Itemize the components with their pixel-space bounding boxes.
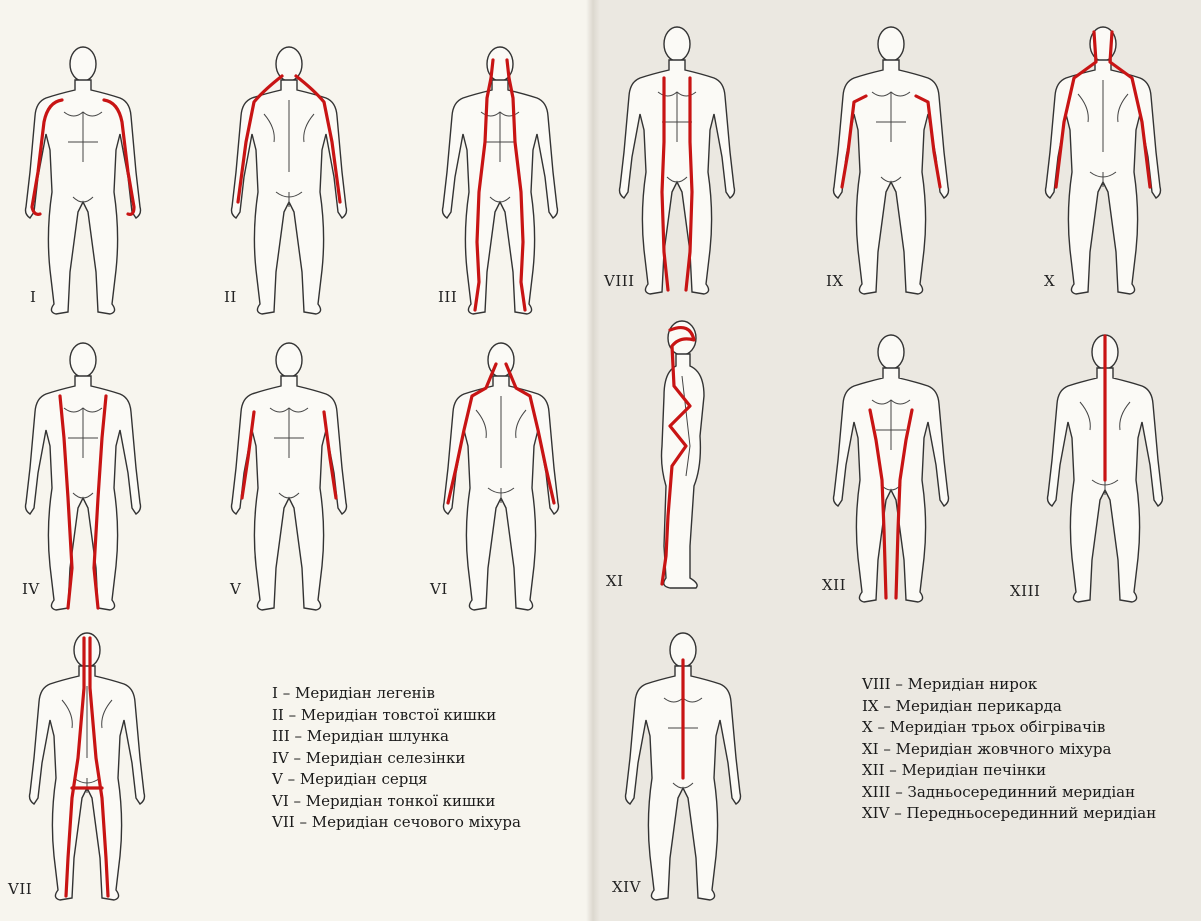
legend-item: III – Меридіан шлунка bbox=[272, 726, 521, 748]
figure-small-intestine-meridian bbox=[436, 338, 566, 618]
legend-meridians-right: VIII – Меридіан нирок IX – Меридіан пери… bbox=[862, 674, 1156, 825]
figure-number-6: VI bbox=[430, 580, 448, 598]
figure-number-14: XIV bbox=[612, 878, 641, 896]
figure-large-intestine-meridian bbox=[224, 42, 354, 322]
legend-item: I – Меридіан легенів bbox=[272, 683, 521, 705]
legend-item: IV – Меридіан селезінки bbox=[272, 748, 521, 770]
figure-triple-warmer-meridian bbox=[1038, 22, 1168, 302]
figure-number-9: IX bbox=[826, 272, 844, 290]
figure-kidney-meridian bbox=[612, 22, 742, 302]
figure-number-10: X bbox=[1044, 272, 1055, 290]
figure-number-3: III bbox=[438, 288, 457, 306]
book-gutter bbox=[586, 0, 600, 921]
figure-number-11: XI bbox=[606, 572, 624, 590]
legend-item: VII – Меридіан сечового міхура bbox=[272, 812, 521, 834]
figure-lung-meridian bbox=[18, 42, 148, 322]
legend-item: XIII – Задньосерединний меридіан bbox=[862, 782, 1156, 804]
figure-heart-meridian bbox=[224, 338, 354, 618]
legend-item: X – Меридіан трьох обігрівачів bbox=[862, 717, 1156, 739]
figure-number-1: I bbox=[30, 288, 36, 306]
figure-number-7: VII bbox=[8, 880, 32, 898]
legend-item: V – Меридіан серця bbox=[272, 769, 521, 791]
legend-item: XIV – Передньосерединний меридіан bbox=[862, 803, 1156, 825]
legend-item: II – Меридіан товстої кишки bbox=[272, 705, 521, 727]
legend-item: VIII – Меридіан нирок bbox=[862, 674, 1156, 696]
figure-stomach-meridian bbox=[435, 42, 565, 322]
legend-meridians-left: I – Меридіан легенів II – Меридіан товст… bbox=[272, 683, 521, 834]
legend-item: VI – Меридіан тонкої кишки bbox=[272, 791, 521, 813]
figure-number-2: II bbox=[224, 288, 237, 306]
figure-liver-meridian bbox=[826, 330, 956, 610]
figure-number-8: VIII bbox=[604, 272, 635, 290]
figure-governing-vessel bbox=[1040, 330, 1170, 610]
figure-spleen-meridian bbox=[18, 338, 148, 618]
figure-number-13: XIII bbox=[1010, 582, 1040, 600]
figure-number-4: IV bbox=[22, 580, 40, 598]
legend-item: IX – Меридіан перикарда bbox=[862, 696, 1156, 718]
legend-item: XII – Меридіан печінки bbox=[862, 760, 1156, 782]
legend-item: XI – Меридіан жовчного міхура bbox=[862, 739, 1156, 761]
figure-number-12: XII bbox=[822, 576, 846, 594]
figure-gallbladder-meridian bbox=[620, 316, 750, 596]
figure-pericardium-meridian bbox=[826, 22, 956, 302]
figure-number-5: V bbox=[230, 580, 241, 598]
figure-conception-vessel bbox=[618, 628, 748, 908]
figure-bladder-meridian bbox=[22, 628, 152, 908]
